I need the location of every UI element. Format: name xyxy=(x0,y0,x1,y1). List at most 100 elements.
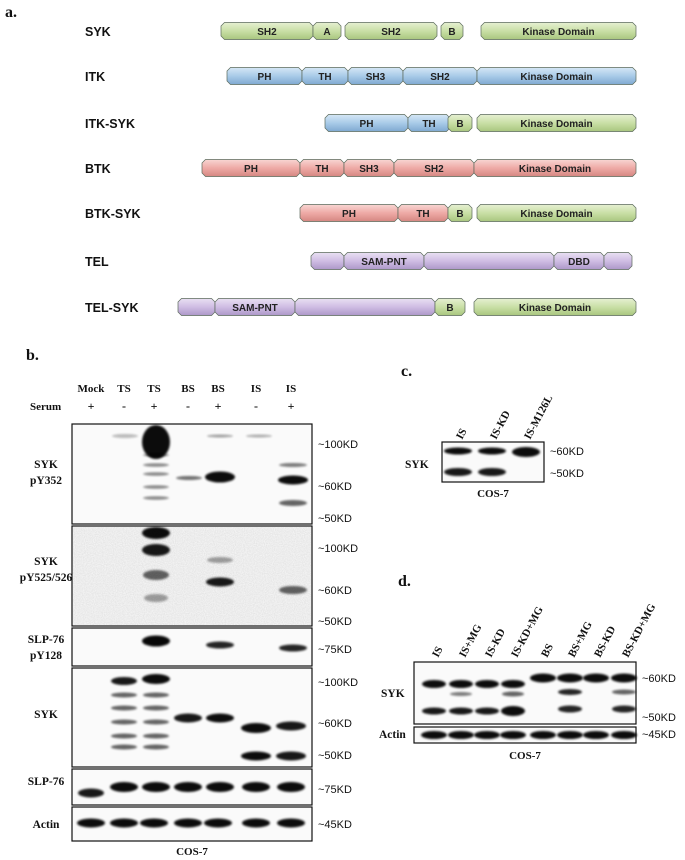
serum-sign: - xyxy=(186,399,190,413)
blot-band xyxy=(501,706,525,716)
domain-box xyxy=(476,204,637,222)
blot-band xyxy=(110,818,138,828)
domain-label: SH2 xyxy=(257,27,277,38)
blot-frame xyxy=(413,661,637,725)
blot-band xyxy=(557,673,583,683)
blot-band xyxy=(204,818,232,828)
domain-box xyxy=(480,22,637,40)
blot-band xyxy=(502,691,524,697)
blot-band xyxy=(174,782,202,792)
mw-marker: ~45KD xyxy=(642,729,676,741)
lane-label: Mock xyxy=(78,383,106,395)
construct-name-syk: SYK xyxy=(85,25,111,39)
blot-label: pY525/526 xyxy=(20,572,73,584)
serum-sign: + xyxy=(215,399,222,413)
blot-band xyxy=(143,463,169,467)
blot-band xyxy=(277,818,305,828)
domain-label: SH2 xyxy=(381,27,401,38)
blot-band xyxy=(143,719,169,725)
blot-band xyxy=(206,641,234,649)
lane-label: IS xyxy=(286,383,296,395)
domain-box xyxy=(343,252,425,270)
blot-band xyxy=(421,731,447,739)
domain-label: SH2 xyxy=(424,164,444,175)
blot-band xyxy=(242,818,270,828)
domain-label: TH xyxy=(416,209,429,220)
cell-line-label: COS-7 xyxy=(509,750,541,762)
blot-band xyxy=(276,751,306,761)
blot-band xyxy=(276,721,306,731)
blot-band xyxy=(530,673,556,683)
construct-name-btk-syk: BTK-SYK xyxy=(85,207,141,221)
cell-line-label: COS-7 xyxy=(477,488,509,500)
blot-label: SYK xyxy=(34,709,58,721)
domain-label: B xyxy=(456,119,463,130)
mw-marker: ~50KD xyxy=(318,616,352,628)
domain-label: TH xyxy=(315,164,328,175)
construct-name-tel: TEL xyxy=(85,255,109,269)
blot-band xyxy=(111,677,137,685)
blot-band xyxy=(478,468,506,476)
blot-band xyxy=(143,453,169,457)
blot-band xyxy=(205,471,235,483)
domain-label: B xyxy=(456,209,463,220)
blot-band xyxy=(612,705,636,713)
domain-box xyxy=(476,67,637,85)
lane-label: IS xyxy=(251,383,261,395)
serum-sign: - xyxy=(122,399,126,413)
domain-label: PH xyxy=(360,119,374,130)
domain-box xyxy=(440,22,464,40)
blot-band xyxy=(277,782,305,792)
blot-band xyxy=(557,731,583,739)
blot-band xyxy=(611,731,637,739)
domain-box xyxy=(407,114,451,132)
blot-band xyxy=(444,468,472,476)
domain-label: Kinase Domain xyxy=(519,164,591,175)
lane-label: BS-KD+MG xyxy=(620,601,658,659)
blot-band xyxy=(475,680,499,688)
panel-b-label: b. xyxy=(26,347,39,364)
cell-line-label: COS-7 xyxy=(176,846,208,858)
blot-band xyxy=(246,434,272,438)
domain-box xyxy=(423,252,555,270)
domain-box xyxy=(299,159,345,177)
blot-band xyxy=(422,707,446,715)
lane-label: IS-M126L xyxy=(522,393,555,441)
construct-name-tel-syk: TEL-SYK xyxy=(85,301,138,315)
blot-band xyxy=(449,680,473,688)
blot-band xyxy=(501,680,525,688)
domain-label: DBD xyxy=(568,257,590,268)
domain-label: PH xyxy=(244,164,258,175)
lane-label: IS-KD xyxy=(483,627,508,660)
lane-label: BS xyxy=(211,383,224,395)
domain-label: SH3 xyxy=(366,72,386,83)
blot-band xyxy=(143,692,169,698)
domain-box xyxy=(301,67,349,85)
serum-sign: + xyxy=(151,399,158,413)
domain-box xyxy=(434,298,466,316)
mw-marker: ~75KD xyxy=(318,784,352,796)
domain-box xyxy=(299,204,399,222)
mw-marker: ~60KD xyxy=(318,585,352,597)
lane-label: IS xyxy=(454,427,469,442)
domain-label: B xyxy=(448,27,455,38)
blot-band xyxy=(142,425,170,459)
mw-marker: ~50KD xyxy=(318,513,352,525)
domain-label: Kinase Domain xyxy=(520,119,592,130)
blot-band xyxy=(174,713,202,723)
domain-box xyxy=(397,204,449,222)
domain-box xyxy=(347,67,404,85)
lane-label: BS xyxy=(539,642,556,660)
blot-band xyxy=(142,527,170,539)
blot-band xyxy=(241,723,271,733)
domain-label: TH xyxy=(422,119,435,130)
lane-label: IS-KD xyxy=(488,409,513,442)
blot-band xyxy=(143,472,169,476)
blot-band xyxy=(111,692,137,698)
blot-label: SYK xyxy=(34,459,58,471)
domain-box xyxy=(402,67,478,85)
serum-sign: + xyxy=(88,399,95,413)
